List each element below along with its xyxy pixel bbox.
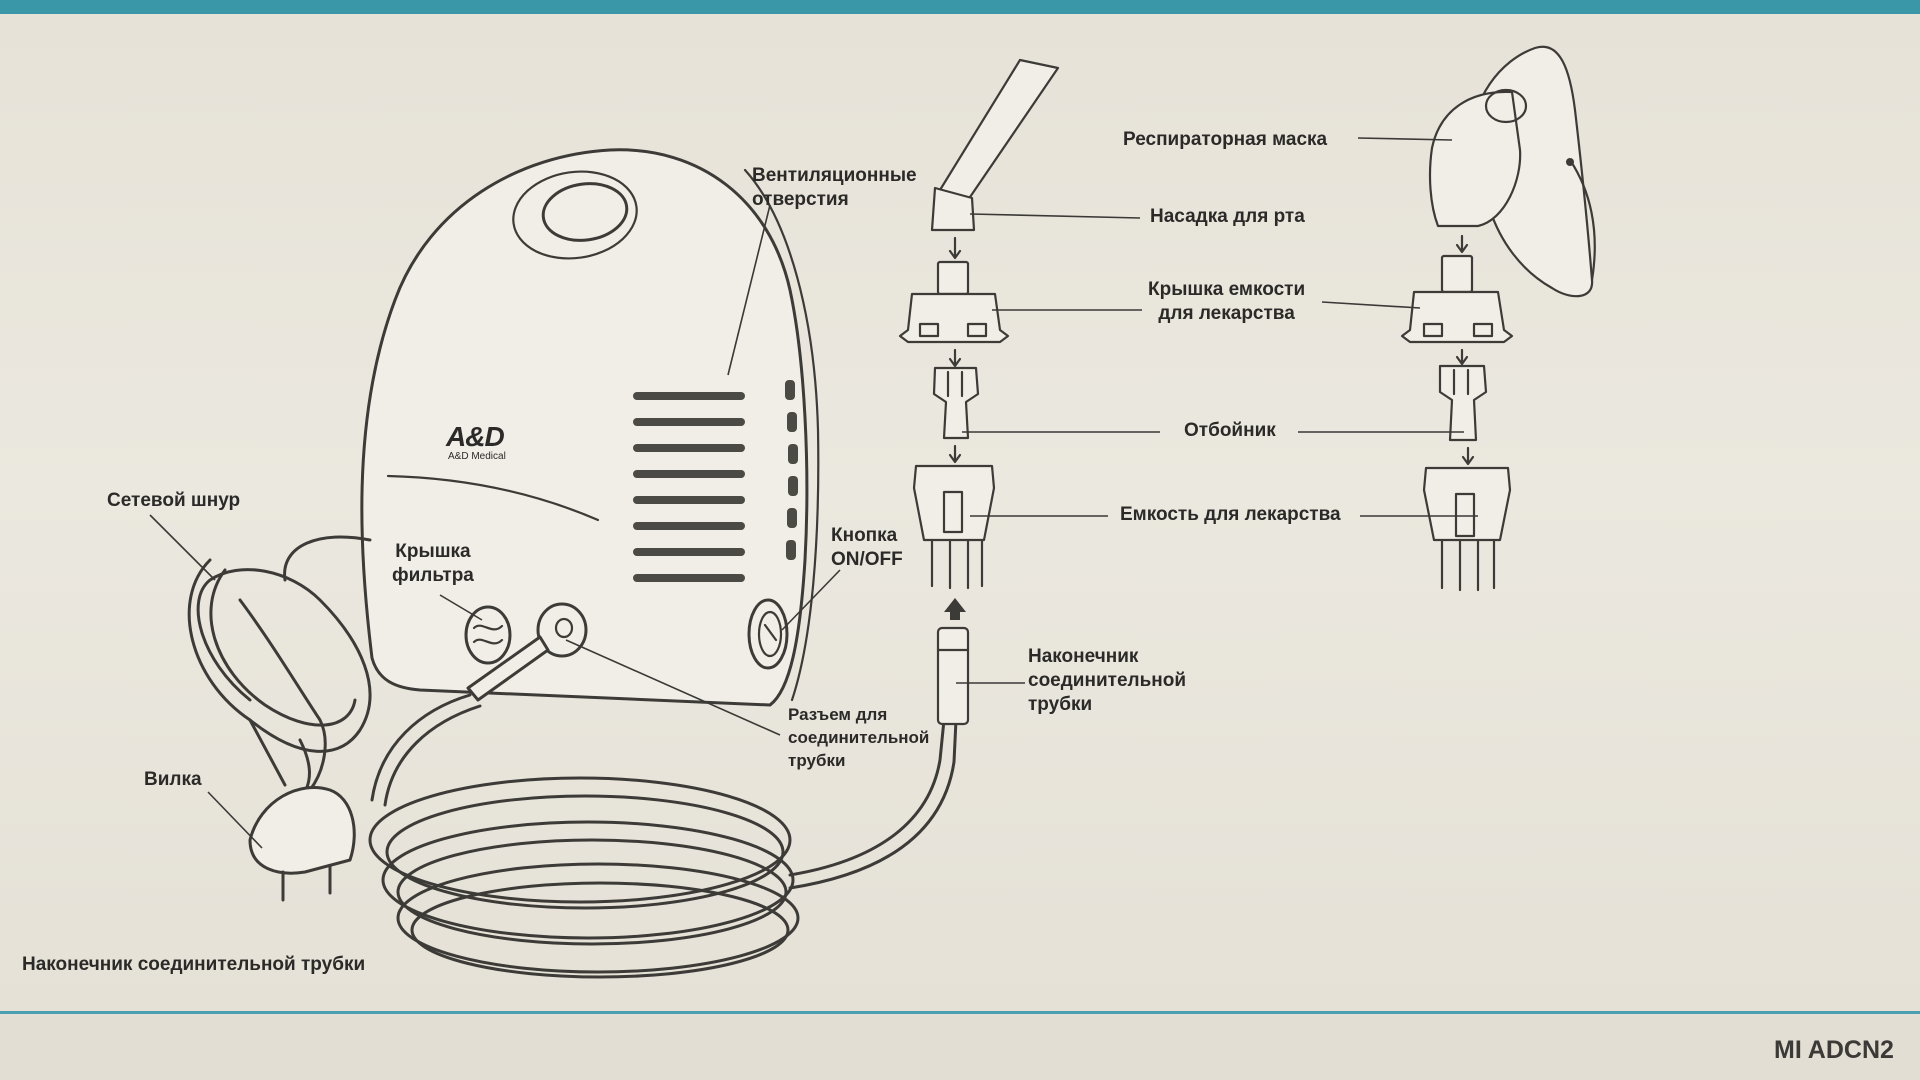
label-plug: Вилка: [144, 769, 202, 790]
brand-subtitle: A&D Medical: [448, 451, 506, 462]
air-tube-drawing: [368, 626, 970, 979]
label-medicine-container: Емкость для лекарства: [1120, 504, 1341, 525]
filter-cover-part: [464, 605, 512, 665]
tube-tip-part: [936, 626, 970, 726]
label-vent-holes: Вентиляционные отверстия: [752, 165, 917, 210]
footer-model-code: MI ADCN2: [1774, 1036, 1894, 1064]
label-tube-tip-right: Наконечник соединительной трубки: [1028, 646, 1187, 715]
nebulizer-assembly-right: [1400, 45, 1596, 592]
tube-socket-part: [536, 602, 588, 658]
label-mouthpiece: Насадка для рта: [1150, 206, 1305, 227]
power-cord-drawing: [187, 535, 372, 902]
label-on-off-button: Кнопка ON/OFF: [831, 525, 903, 570]
compressor-unit: [360, 148, 820, 707]
top-color-band: [0, 0, 1920, 14]
footer-band: [0, 1014, 1920, 1080]
brand-logo: A&D: [446, 421, 505, 452]
label-filter-cover: Крышка фильтра: [392, 541, 474, 586]
vent-slots: [633, 380, 798, 582]
label-tube-socket: Разъем для соединительной трубки: [788, 705, 930, 770]
label-baffle: Отбойник: [1184, 420, 1276, 441]
label-container-cap: Крышка емкости для лекарства: [1148, 279, 1306, 324]
footer-rule: [0, 1011, 1920, 1014]
leader-lines: [149, 137, 1478, 849]
label-tube-tip-bottom: Наконечник соединительной трубки: [22, 954, 366, 975]
nebulizer-assembly-left: [898, 58, 1060, 620]
label-power-cord: Сетевой шнур: [107, 490, 241, 511]
plug-part: [248, 785, 356, 875]
on-off-knob: [747, 598, 789, 670]
label-respiratory-mask: Респираторная маска: [1123, 129, 1328, 150]
